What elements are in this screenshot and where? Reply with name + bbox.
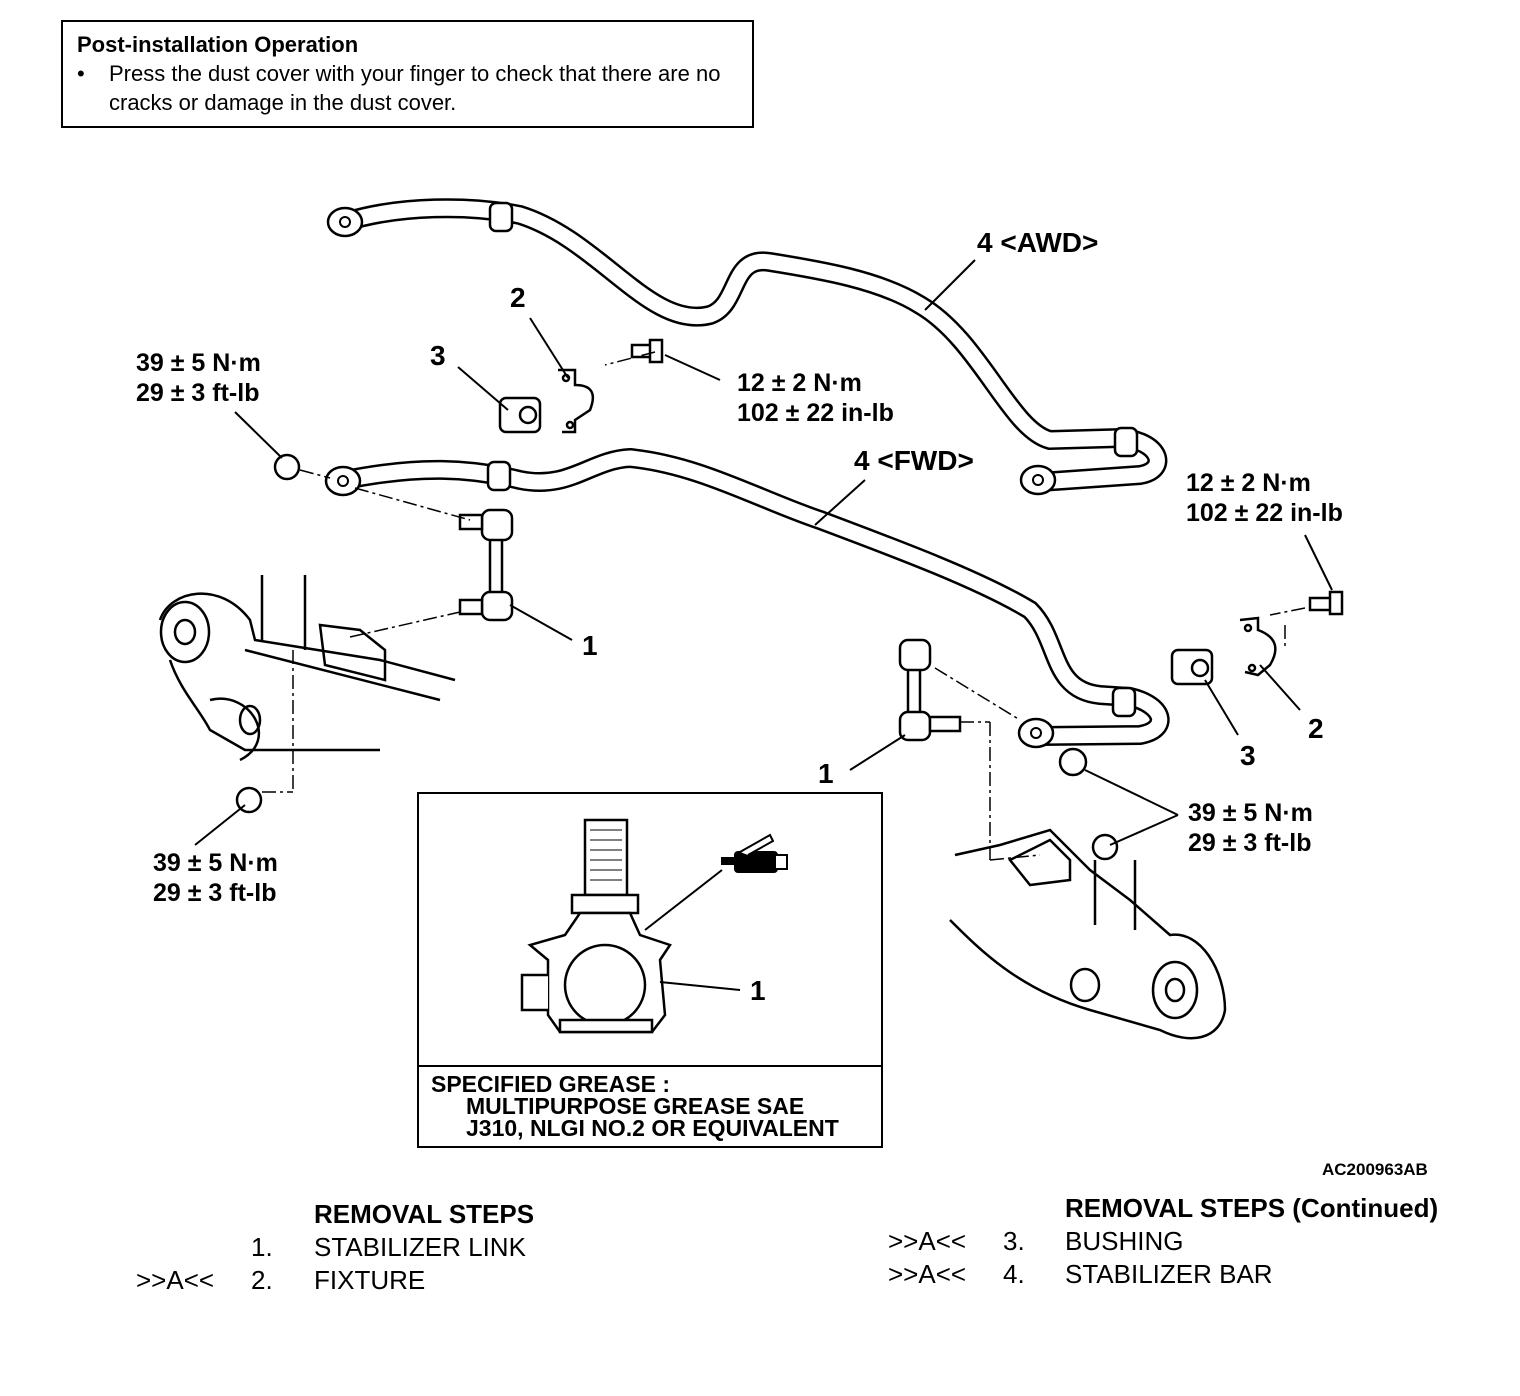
- removal-steps-continued-title: REMOVAL STEPS (Continued): [1065, 1193, 1439, 1223]
- bushing-left: [498, 396, 542, 434]
- callout-2-right: 2: [1308, 713, 1324, 744]
- bullet: •: [77, 61, 85, 86]
- grease-spec: SPECIFIED GREASE : MULTIPURPOSE GREASE S…: [419, 1065, 881, 1145]
- callout-4-awd: 4 <AWD>: [977, 227, 1099, 258]
- grease-gun-icon: [721, 833, 788, 873]
- callout-3-left: 3: [430, 340, 446, 371]
- step-number: 2.: [251, 1265, 273, 1295]
- torque-metric: 39 ± 5 N·m: [1188, 799, 1313, 827]
- lower-arm-left: [158, 575, 456, 762]
- figure-code: AC200963AB: [1322, 1160, 1428, 1179]
- stabilizer-link-right: [898, 638, 962, 742]
- leader-lines: [194, 259, 1333, 846]
- step-mark: >>A<<: [136, 1265, 215, 1295]
- torque-metric: 12 ± 2 N·m: [737, 369, 862, 397]
- step-item: >>A<< 4. STABILIZER BAR: [888, 1258, 1438, 1291]
- step-item: >>A<< 2. FIXTURE: [136, 1264, 534, 1297]
- torque-metric: 39 ± 5 N·m: [153, 849, 278, 877]
- step-item: 1. STABILIZER LINK: [136, 1231, 534, 1264]
- callout-2-left: 2: [510, 282, 526, 313]
- step-label: STABILIZER BAR: [1065, 1259, 1273, 1289]
- removal-steps-title: REMOVAL STEPS: [314, 1199, 535, 1229]
- post-installation-note: Post-installation Operation • Press the d…: [61, 20, 754, 128]
- callout-1-inset: 1: [750, 975, 766, 1006]
- step-label: FIXTURE: [314, 1265, 426, 1295]
- bushing-right: [1170, 648, 1214, 686]
- step-number: 1.: [251, 1232, 273, 1262]
- step-mark: >>A<<: [888, 1259, 967, 1289]
- stabilizer-link-left: [458, 508, 514, 622]
- stabilizer-bar-awd: [326, 198, 1168, 496]
- bolt-center: [630, 338, 664, 364]
- step-label: BUSHING: [1065, 1226, 1184, 1256]
- torque-imperial: 29 ± 3 ft-lb: [136, 379, 260, 407]
- ball-joint-section: [520, 818, 672, 1034]
- torque-imperial: 102 ± 22 in-lb: [1186, 499, 1343, 527]
- bolt-right: [1308, 590, 1344, 616]
- fixture-right: [1239, 616, 1277, 677]
- callout-4-fwd: 4 <FWD>: [854, 445, 974, 476]
- torque-metric: 39 ± 5 N·m: [136, 349, 261, 377]
- removal-steps: REMOVAL STEPS 1. STABILIZER LINK >>A<< 2. F…: [136, 1198, 534, 1297]
- stabilizer-bar-fwd: [324, 447, 1170, 749]
- step-label: STABILIZER LINK: [314, 1232, 526, 1262]
- torque-imperial: 102 ± 22 in-lb: [737, 399, 894, 427]
- note-title: Post-installation Operation: [77, 32, 359, 57]
- lower-arm-right: [949, 828, 1227, 1040]
- step-mark: [136, 1231, 251, 1264]
- grease-spec-line: MULTIPURPOSE GREASE SAE: [466, 1093, 805, 1119]
- torque-imperial: 29 ± 3 ft-lb: [1188, 829, 1312, 857]
- torque-imperial: 29 ± 3 ft-lb: [153, 879, 277, 907]
- callout-1-right: 1: [818, 758, 834, 789]
- alignment-lines: [262, 351, 1306, 861]
- note-text: Press the dust cover with your finger to…: [109, 61, 721, 115]
- step-number: 4.: [1003, 1259, 1025, 1289]
- grease-spec-line: J310, NLGI NO.2 OR EQUIVALENT: [466, 1115, 839, 1141]
- step-item: >>A<< 3. BUSHING: [888, 1225, 1438, 1258]
- step-mark: >>A<<: [888, 1226, 967, 1256]
- torque-metric: 12 ± 2 N·m: [1186, 469, 1311, 497]
- step-number: 3.: [1003, 1226, 1025, 1256]
- removal-steps-continued: REMOVAL STEPS (Continued) >>A<< 3. BUSHING…: [888, 1192, 1438, 1291]
- fixture-left: [558, 368, 595, 434]
- callout-3-right: 3: [1240, 740, 1256, 771]
- grease-inset-box: SPECIFIED GREASE : MULTIPURPOSE GREASE S…: [417, 792, 883, 1148]
- callout-1-left: 1: [582, 630, 598, 661]
- grease-spec-heading: SPECIFIED GREASE :: [431, 1071, 670, 1097]
